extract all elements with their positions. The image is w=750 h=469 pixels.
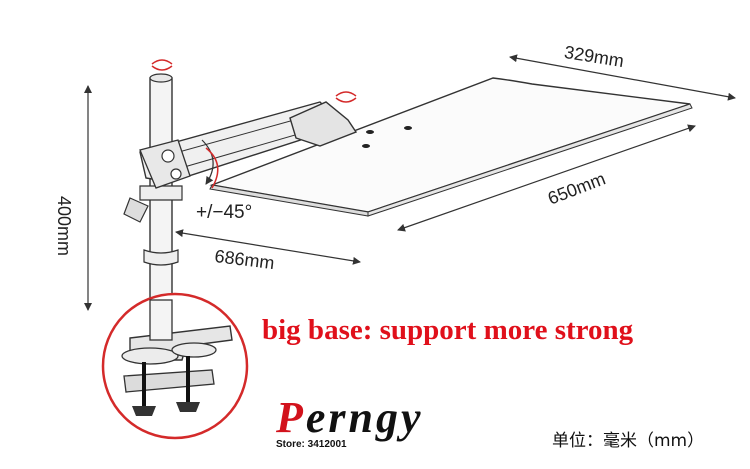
pole-height-label: 400mm (54, 196, 74, 257)
gas-spring-arm (139, 101, 358, 189)
feature-caption: big base: support more strong (262, 314, 634, 346)
tilt-angle-label: +/−45° (196, 202, 253, 223)
arm-reach-arrow (175, 229, 361, 265)
brand-name: erngy (305, 393, 424, 442)
brand-logo: Perngy (276, 396, 424, 440)
clamp-detail (101, 292, 249, 440)
tray-width-arrow (397, 124, 696, 232)
rotation-icon (335, 91, 357, 103)
rotation-icon (151, 59, 173, 71)
laptop-tray (209, 77, 693, 217)
unit-note: 单位：毫米（mm） (552, 431, 705, 451)
store-id: Store: 3412001 (276, 439, 347, 450)
tray-depth-arrow (509, 54, 736, 101)
tilt-arc-icon (205, 147, 219, 189)
brand-initial: P (276, 393, 306, 442)
